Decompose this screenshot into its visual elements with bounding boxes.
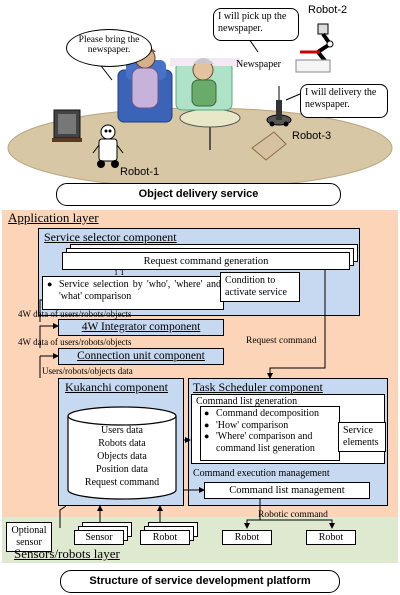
- illustration-panel: Please bring the newspaper. I will pick …: [0, 0, 400, 210]
- robot-box: Robot: [140, 530, 190, 545]
- service-selector-title: Service selector component: [44, 230, 177, 244]
- robot3-bubble-text: I will delivery the newspaper.: [305, 87, 377, 110]
- optional-sensor-callout: Optional sensor: [6, 522, 52, 552]
- illustration-caption-text: Object delivery service: [138, 188, 259, 200]
- robot1-label: Robot-1: [120, 166, 160, 178]
- robot-label-2: Robot: [234, 532, 260, 543]
- robot2-bubble-text: I will pick up the newspaper.: [218, 11, 287, 34]
- task-scheduler-title: Task Scheduler component: [193, 380, 323, 394]
- service-elements-callout: Service elements: [338, 422, 386, 452]
- service-selection-box: Service selection by 'who', 'where' and …: [42, 276, 224, 310]
- bullet-how: 'How' comparison: [204, 420, 340, 432]
- robotic-command-label: Robotic command: [258, 510, 328, 520]
- db-item-request: Request command: [84, 477, 160, 488]
- robot3-label: Robot-3: [292, 130, 332, 142]
- request-generation-box: Request command generation: [62, 252, 350, 270]
- db-item-position: Position data: [96, 464, 148, 475]
- robot-box-right-2: Robot: [306, 530, 356, 545]
- sensors-layer-label: Sensors/robots layer: [14, 546, 120, 561]
- robot-3-figure: [266, 86, 292, 127]
- data-label-3: Users/robots/objects data: [42, 366, 133, 376]
- request-bubble: [66, 29, 152, 67]
- sensor-box: Sensor: [74, 530, 124, 545]
- platform-caption-text: Structure of service development platfor…: [89, 575, 311, 587]
- db-item-robots: Robots data: [98, 438, 146, 449]
- command-list-management-text: Command list management: [229, 485, 345, 496]
- condition-text: Condition to activate service: [225, 275, 287, 298]
- db-item-users: Users data: [101, 425, 143, 436]
- sensor-label: Sensor: [85, 532, 113, 543]
- person-left-body: [131, 67, 159, 109]
- optional-sensor-text: Optional sensor: [11, 525, 47, 548]
- side-table: [179, 108, 241, 128]
- bullet-where: 'Where' comparison and command list gene…: [204, 431, 340, 454]
- bullet-decomposition: Command decomposition: [204, 408, 340, 420]
- service-selection-text: Service selection by 'who', 'where' and …: [47, 279, 221, 303]
- robot-label-1: Robot: [152, 532, 178, 543]
- data-label-2: 4W data of users/robots/objects: [18, 337, 132, 347]
- platform-diagram: Application layer Service selector compo…: [0, 210, 400, 595]
- command-list-management-box: Command list management: [204, 482, 370, 499]
- service-elements-text: Service elements: [343, 425, 379, 448]
- integrator-component: 4W Integrator component: [58, 319, 224, 336]
- person-right-body: [191, 79, 217, 107]
- integrator-title: 4W Integrator component: [81, 321, 201, 333]
- robot-box-right-1: Robot: [222, 530, 272, 545]
- connection-unit-title: Connection unit component: [77, 350, 205, 362]
- robot-1-figure: [92, 124, 124, 168]
- robot-2-figure: [295, 23, 334, 73]
- robot2-bubble: I will pick up the newspaper.: [213, 8, 299, 41]
- platform-caption: Structure of service development platfor…: [60, 570, 340, 593]
- db-item-objects: Objects data: [97, 451, 147, 462]
- data-label-1: 4W data of users/robots/objects: [18, 309, 132, 319]
- database-cylinder: [67, 406, 177, 500]
- small-chair: [251, 131, 287, 161]
- kukanchi-title: Kukanchi component: [65, 380, 168, 394]
- illustration-caption: Object delivery service: [56, 183, 341, 206]
- db-items: Users data Robots data Objects data Posi…: [66, 424, 178, 489]
- condition-callout: Condition to activate service: [220, 272, 300, 302]
- request-command-label: Request command: [246, 336, 317, 346]
- task-bullets: Command decomposition 'How' comparison '…: [204, 408, 340, 454]
- robot3-bubble: I will delivery the newspaper.: [300, 84, 388, 118]
- connector-lines: [39, 270, 335, 529]
- tick-labels: 1 T: [114, 268, 125, 277]
- execution-management-label: Command execution management: [193, 468, 330, 479]
- cmd-list-generation-title: Command list generation: [196, 396, 298, 407]
- robot2-label: Robot-2: [308, 4, 348, 16]
- request-bubble-text: Please bring the newspaper.: [78, 35, 140, 56]
- application-layer-label: Application layer: [8, 210, 99, 225]
- robot-label-3: Robot: [318, 532, 344, 543]
- request-generation-text: Request command generation: [143, 256, 269, 267]
- newspaper-label: Newspaper: [236, 59, 281, 70]
